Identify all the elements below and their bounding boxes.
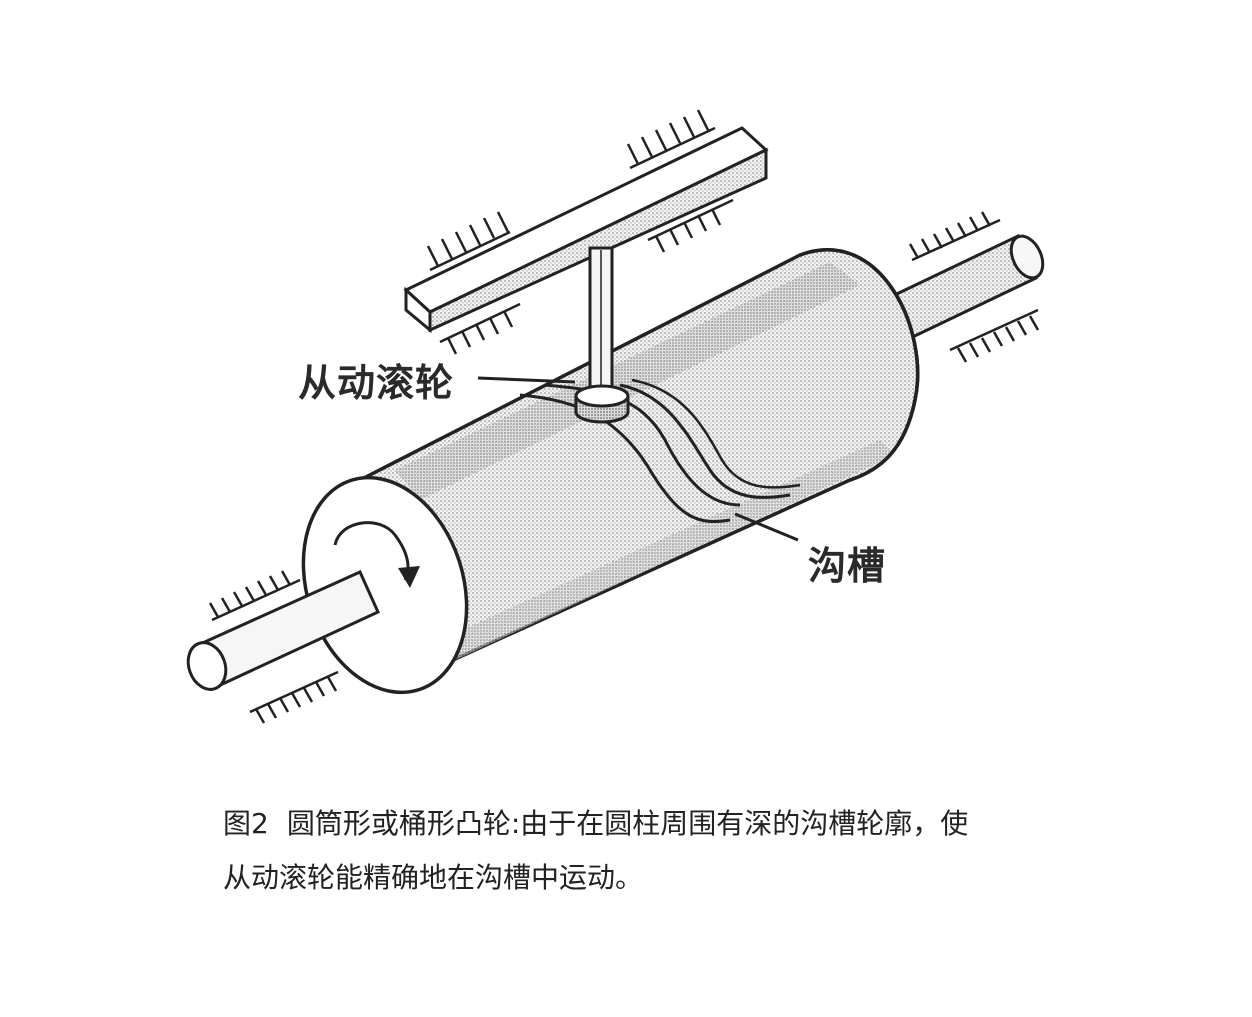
groove-leader <box>734 512 799 542</box>
roller-leader <box>477 376 576 384</box>
figure-number: 图2 <box>223 807 269 840</box>
follower-stem <box>588 246 614 395</box>
groove-label: 沟槽 <box>808 544 887 588</box>
follower-roller <box>574 384 630 424</box>
caption-text-1: 圆筒形或桶形凸轮:由于在圆柱周围有深的沟槽轮廓，使 <box>286 807 969 840</box>
right-bearing-hatch <box>908 211 1040 363</box>
figure-caption: 图2 圆筒形或桶形凸轮:由于在圆柱周围有深的沟槽轮廓，使 从动滚轮能精确地在沟槽中… <box>223 797 1103 905</box>
caption-line-2: 从动滚轮能精确地在沟槽中运动。 <box>223 861 644 894</box>
follower-roller-label: 从动滚轮 <box>298 361 455 405</box>
rotation-arrow-icon <box>333 521 420 588</box>
left-shaft <box>186 570 380 691</box>
caption-line-1: 图2 圆筒形或桶形凸轮:由于在圆柱周围有深的沟槽轮廓，使 <box>223 797 1103 851</box>
cylindrical-cam-diagram <box>186 109 1045 724</box>
follower-crossbar <box>403 126 769 334</box>
leader-lines <box>477 376 799 542</box>
crossbar-guide-hatch <box>426 109 734 355</box>
left-bearing-hatch <box>208 570 339 724</box>
